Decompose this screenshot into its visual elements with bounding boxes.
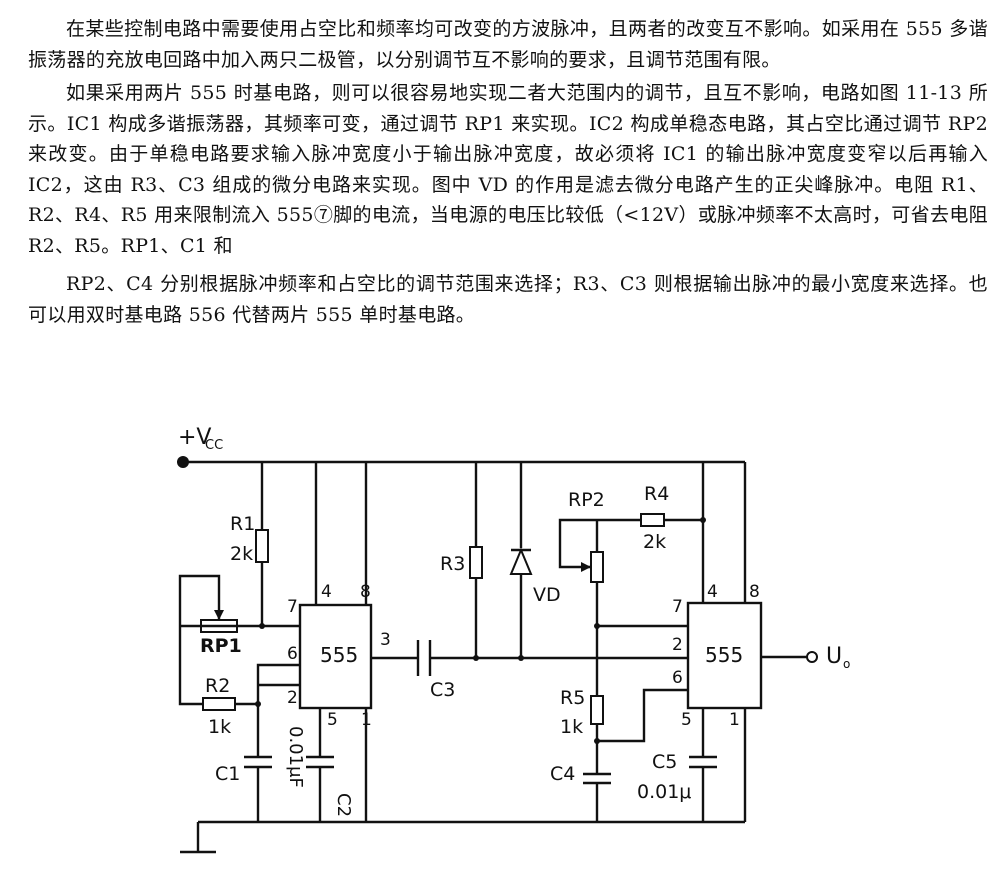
ic1: 555 7 6 2 4 8 3 5 1	[287, 582, 391, 730]
ic1-pin-5: 5	[327, 710, 338, 730]
schematic-svg: +V CC 555 7 6 2 4 8 3 5 1 R1 2k RP1 R2 1…	[177, 425, 850, 854]
ic1-label: 555	[320, 643, 358, 667]
paragraph-1: 在某些控制电路中需要使用占空比和频率均可改变的方波脉冲，且两者的改变互不影响。如…	[28, 18, 988, 71]
c2-value: 0.01μF	[285, 726, 306, 788]
r5-resistor	[590, 695, 604, 725]
article-text: 在某些控制电路中需要使用占空比和频率均可改变的方波脉冲，且两者的改变互不影响。如…	[28, 14, 988, 330]
c3-capacitor	[416, 640, 432, 676]
r3-label: R3	[440, 553, 465, 575]
output-label: U	[826, 644, 842, 669]
ic1-pin-2: 2	[287, 688, 298, 708]
ic1-pin-6: 6	[287, 644, 298, 664]
ic2-pin-8: 8	[749, 582, 760, 602]
ic2-pin-2: 2	[672, 635, 683, 655]
r5-label: R5	[560, 687, 585, 709]
c1-label: C1	[215, 763, 240, 785]
r3-resistor	[469, 546, 483, 579]
ic2: 555 7 2 6 4 8 5 1	[672, 582, 763, 730]
ic2-pin-1: 1	[729, 710, 740, 730]
output-terminal	[806, 651, 818, 663]
ic1-pin-3: 3	[380, 630, 391, 650]
c5-value: 0.01μ	[637, 781, 691, 803]
r2-value: 1k	[208, 716, 231, 738]
r4-value: 2k	[643, 531, 666, 553]
c4-label: C4	[550, 763, 575, 785]
rp1-label: RP1	[200, 635, 242, 657]
supply-label: +V	[178, 425, 211, 450]
ic2-label: 555	[705, 643, 743, 667]
paragraph-3: RP2、C4 分别根据脉冲频率和占空比的调节范围来选择；R3、C3 则根据输出脉…	[28, 273, 988, 326]
ic1-pin-7: 7	[287, 597, 298, 617]
rp2-label: RP2	[568, 489, 605, 511]
supply-label-sub: CC	[205, 438, 223, 453]
r2-resistor	[202, 697, 236, 711]
supply-terminal: +V CC	[177, 425, 223, 468]
ic1-pin-4: 4	[321, 582, 332, 602]
c2-label: C2	[333, 793, 354, 817]
output-label-sub: o	[843, 657, 850, 671]
rp2-potentiometer	[590, 551, 604, 583]
ic2-pin-5: 5	[681, 710, 692, 730]
r4-resistor	[640, 513, 665, 527]
circuit-diagram: +V CC 555 7 6 2 4 8 3 5 1 R1 2k RP1 R2 1…	[0, 400, 1003, 875]
ic2-pin-7: 7	[672, 597, 683, 617]
vd-label: VD	[533, 584, 561, 606]
vd-diode	[509, 547, 533, 575]
ic2-pin-6: 6	[672, 668, 683, 688]
r4-label: R4	[644, 483, 669, 505]
r1-label: R1	[230, 513, 255, 535]
paragraph-2: 如果采用两片 555 时基电路，则可以很容易地实现二者大范围内的调节，且互不影响…	[28, 82, 988, 257]
c3-label: C3	[430, 679, 455, 701]
r5-value: 1k	[560, 716, 583, 738]
r2-label: R2	[205, 675, 230, 697]
r1-resistor	[255, 529, 269, 563]
ic2-pin-4: 4	[707, 582, 718, 602]
r1-value: 2k	[230, 543, 253, 565]
c5-label: C5	[652, 751, 677, 773]
